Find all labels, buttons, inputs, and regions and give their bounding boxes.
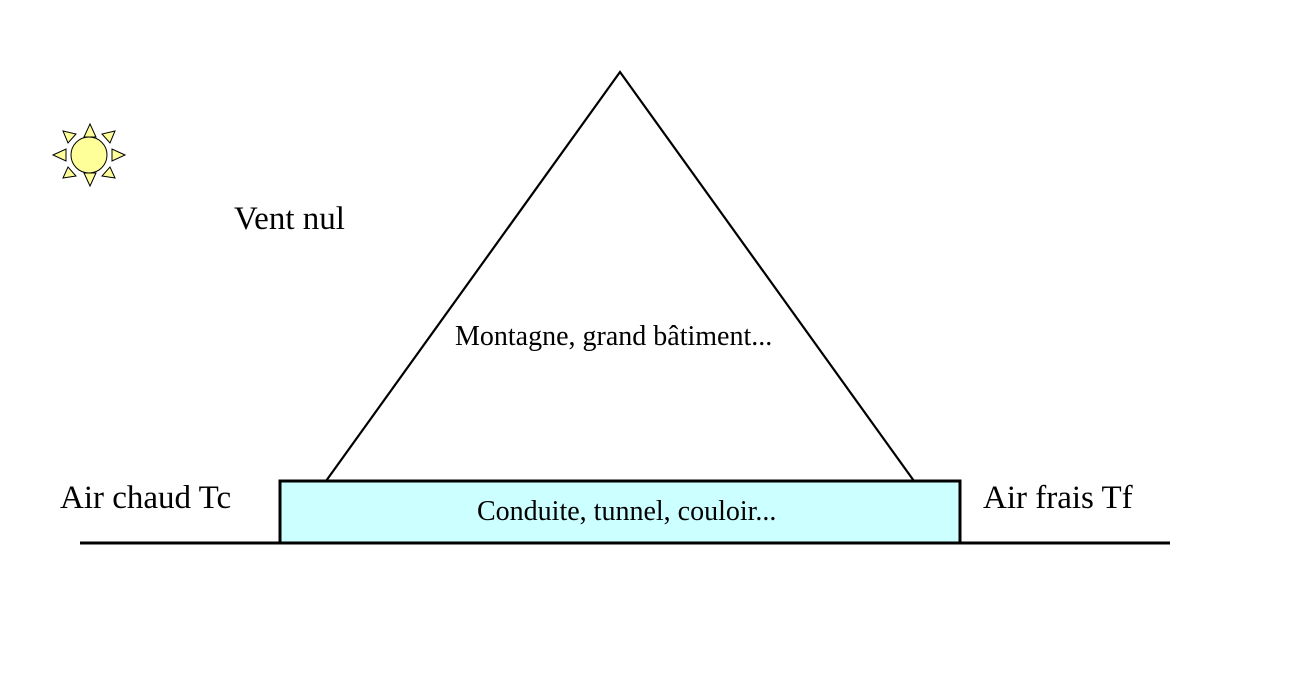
sun-ray (51, 148, 67, 162)
sun-ray (62, 130, 77, 144)
sun-ray (101, 166, 116, 179)
sun-disc (70, 136, 108, 174)
sun-ray (101, 130, 116, 144)
hot-air-label: Air chaud Tc (60, 480, 232, 516)
cold-air-label: Air frais Tf (983, 480, 1133, 516)
tunnel-label: Conduite, tunnel, couloir... (477, 496, 777, 527)
sun-ray (83, 122, 97, 138)
mountain-triangle (325, 70, 915, 482)
sun-ray (62, 166, 77, 179)
wind-label: Vent nul (234, 201, 345, 237)
sun-icon (51, 122, 127, 188)
sun-ray (83, 172, 97, 188)
mountain-label: Montagne, grand bâtiment... (455, 321, 773, 352)
sun-ray (111, 148, 127, 162)
tunnel-rect (278, 479, 962, 545)
